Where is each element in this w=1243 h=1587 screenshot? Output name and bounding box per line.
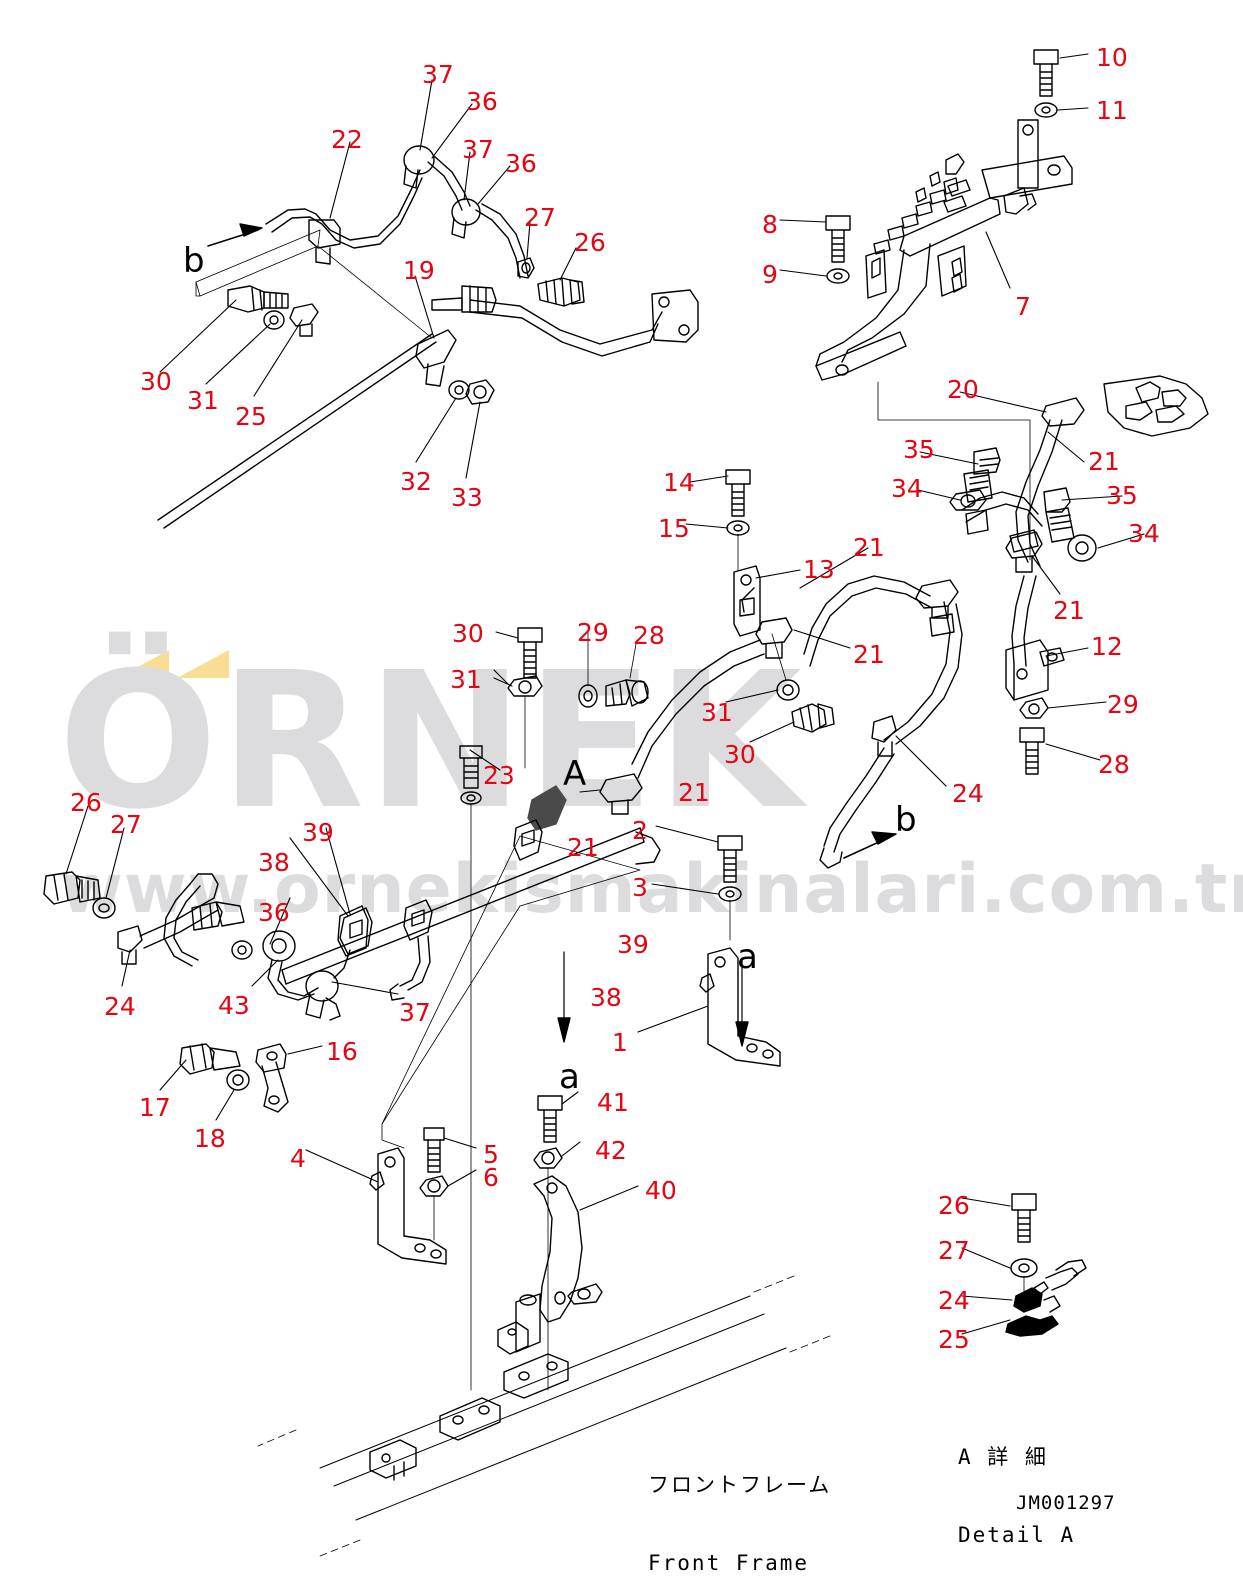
callout-31[interactable]: 31 xyxy=(701,698,733,727)
front-frame-caption: フロントフレーム Front Frame xyxy=(648,1420,831,1587)
callout-15[interactable]: 15 xyxy=(658,514,690,543)
callout-25[interactable]: 25 xyxy=(938,1325,970,1354)
front-frame-caption-jp: フロントフレーム xyxy=(648,1473,832,1497)
callout-21[interactable]: 21 xyxy=(678,778,710,807)
section-marker-b-right: b xyxy=(895,800,917,840)
detail-a-caption-en: Detail A xyxy=(958,1523,1076,1547)
callout-5[interactable]: 5 xyxy=(483,1140,499,1169)
callout-16[interactable]: 16 xyxy=(326,1037,358,1066)
callout-39[interactable]: 39 xyxy=(302,818,334,847)
callout-32[interactable]: 32 xyxy=(400,467,432,496)
front-frame-caption-en: Front Frame xyxy=(648,1551,810,1575)
callout-27[interactable]: 27 xyxy=(524,203,556,232)
callout-30[interactable]: 30 xyxy=(724,740,756,769)
section-marker-a-mid: A xyxy=(563,754,587,794)
section-marker-b-left: b xyxy=(183,241,205,281)
callout-20[interactable]: 20 xyxy=(947,375,979,404)
callout-26[interactable]: 26 xyxy=(574,228,606,257)
callout-8[interactable]: 8 xyxy=(762,210,778,239)
callout-39[interactable]: 39 xyxy=(617,930,649,959)
callout-21[interactable]: 21 xyxy=(567,833,599,862)
callout-36[interactable]: 36 xyxy=(505,149,537,178)
callout-40[interactable]: 40 xyxy=(645,1176,677,1205)
callout-43[interactable]: 43 xyxy=(218,991,250,1020)
callout-31[interactable]: 31 xyxy=(187,386,219,415)
callout-3[interactable]: 3 xyxy=(632,873,648,902)
callout-36[interactable]: 36 xyxy=(466,87,498,116)
callout-26[interactable]: 26 xyxy=(938,1191,970,1220)
detail-a-caption: A 詳 細 Detail A xyxy=(958,1392,1075,1587)
callout-13[interactable]: 13 xyxy=(803,555,835,584)
callout-11[interactable]: 11 xyxy=(1096,96,1128,125)
callout-29[interactable]: 29 xyxy=(577,618,609,647)
callout-28[interactable]: 28 xyxy=(633,621,665,650)
callout-37[interactable]: 37 xyxy=(462,135,494,164)
callout-17[interactable]: 17 xyxy=(139,1093,171,1122)
callout-34[interactable]: 34 xyxy=(891,474,923,503)
callout-27[interactable]: 27 xyxy=(938,1236,970,1265)
callout-30[interactable]: 30 xyxy=(140,367,172,396)
callout-7[interactable]: 7 xyxy=(1015,292,1031,321)
callout-30[interactable]: 30 xyxy=(452,619,484,648)
callout-1[interactable]: 1 xyxy=(612,1028,628,1057)
callout-28[interactable]: 28 xyxy=(1098,750,1130,779)
callout-4[interactable]: 4 xyxy=(290,1144,306,1173)
callout-6[interactable]: 6 xyxy=(483,1163,499,1192)
callout-36[interactable]: 36 xyxy=(258,898,290,927)
callout-9[interactable]: 9 xyxy=(762,260,778,289)
callout-37[interactable]: 37 xyxy=(399,998,431,1027)
callout-35[interactable]: 35 xyxy=(903,435,935,464)
callout-37[interactable]: 37 xyxy=(422,60,454,89)
callout-38[interactable]: 38 xyxy=(590,983,622,1012)
callout-2[interactable]: 2 xyxy=(632,816,648,845)
callout-21[interactable]: 21 xyxy=(853,533,885,562)
callout-10[interactable]: 10 xyxy=(1096,43,1128,72)
callout-38[interactable]: 38 xyxy=(258,848,290,877)
callout-21[interactable]: 21 xyxy=(1053,596,1085,625)
section-marker-a-bottom: a xyxy=(559,1057,580,1097)
callout-24[interactable]: 24 xyxy=(952,779,984,808)
callout-22[interactable]: 22 xyxy=(331,125,363,154)
callout-19[interactable]: 19 xyxy=(403,256,435,285)
callout-21[interactable]: 21 xyxy=(1088,447,1120,476)
callout-24[interactable]: 24 xyxy=(104,992,136,1021)
callout-18[interactable]: 18 xyxy=(194,1124,226,1153)
callout-27[interactable]: 27 xyxy=(110,810,142,839)
section-marker-a-right: a xyxy=(737,937,758,977)
callout-35[interactable]: 35 xyxy=(1106,481,1138,510)
callout-24[interactable]: 24 xyxy=(938,1286,970,1315)
callout-23[interactable]: 23 xyxy=(483,761,515,790)
callout-42[interactable]: 42 xyxy=(595,1136,627,1165)
callout-33[interactable]: 33 xyxy=(451,483,483,512)
callout-41[interactable]: 41 xyxy=(597,1088,629,1117)
callout-26[interactable]: 26 xyxy=(70,788,102,817)
drawing-number: JM001297 xyxy=(1016,1492,1116,1514)
callout-25[interactable]: 25 xyxy=(235,402,267,431)
callout-34[interactable]: 34 xyxy=(1128,519,1160,548)
callout-29[interactable]: 29 xyxy=(1107,690,1139,719)
callout-14[interactable]: 14 xyxy=(663,468,695,497)
detail-a-caption-jp: A 詳 細 xyxy=(958,1445,1048,1469)
callout-21[interactable]: 21 xyxy=(853,640,885,669)
callout-31[interactable]: 31 xyxy=(450,665,482,694)
callout-12[interactable]: 12 xyxy=(1091,632,1123,661)
